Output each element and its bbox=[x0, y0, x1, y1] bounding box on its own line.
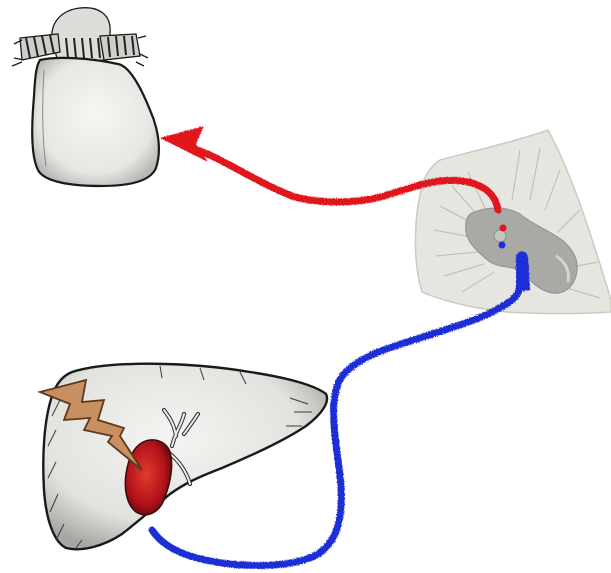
central-canal bbox=[494, 230, 506, 242]
liver-icon bbox=[43, 364, 327, 550]
great-vessels bbox=[12, 8, 148, 66]
efferent-arrowhead bbox=[160, 126, 208, 162]
heart-icon bbox=[12, 8, 159, 186]
efferent-neuron-dot bbox=[500, 225, 507, 232]
liver-body bbox=[43, 364, 327, 550]
heart-body bbox=[32, 58, 159, 186]
afferent-neuron-dot bbox=[499, 242, 506, 249]
afferent-terminal bbox=[516, 252, 530, 293]
spinal-cord-section-icon bbox=[415, 130, 611, 314]
